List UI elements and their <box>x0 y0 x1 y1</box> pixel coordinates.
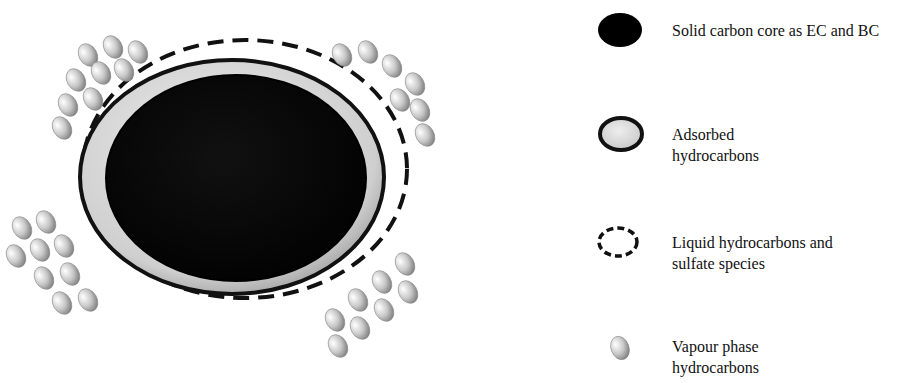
legend-item: Liquid hydrocarbons and sulfate species <box>672 232 847 274</box>
legend-text: Liquid hydrocarbons and sulfate species <box>672 232 847 274</box>
vapour-cluster-bottom-left <box>2 207 102 318</box>
legend-text: Vapour phase hydrocarbons <box>672 336 822 378</box>
legend-item: Solid carbon core as EC and BC <box>672 20 912 41</box>
vapour-cluster-bottom-right <box>321 249 422 361</box>
vapour-cluster-top-left <box>48 32 152 143</box>
legend-item: Adsorbed hydrocarbons <box>672 124 822 166</box>
legend-text: Solid carbon core as EC and BC <box>672 20 912 41</box>
carbon-core <box>106 75 366 281</box>
legend-swatch-vapour <box>607 334 632 363</box>
legend-swatch-adsorbed <box>600 118 642 150</box>
legend-swatch-liquid <box>599 228 637 256</box>
legend-item: Vapour phase hydrocarbons <box>672 336 822 378</box>
vapour-cluster-top-right <box>328 37 439 150</box>
legend-swatch-core <box>598 13 642 47</box>
legend-text: Adsorbed hydrocarbons <box>672 124 822 166</box>
adsorbed-layer <box>80 60 384 294</box>
